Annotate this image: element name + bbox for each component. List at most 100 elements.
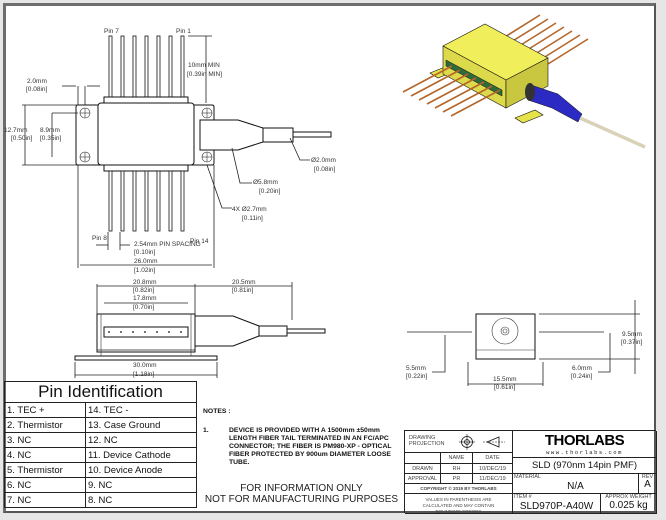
pin — [108, 35, 113, 98]
side-sleeve — [258, 325, 288, 337]
side-flange — [74, 355, 218, 361]
dim-end-height-in: [0.37in] — [621, 339, 643, 346]
approval-date: 11/DEC/19 — [473, 474, 513, 484]
top-view: Pin 7 Pin 1 Pin 14 Pin 8 10mm MIN [0.39i… — [4, 28, 336, 274]
pin-table-row: 1. TEC +14. TEC - — [4, 402, 197, 418]
dim-overall-width-in: [1.02in] — [134, 267, 156, 274]
dim-total-height: 12.7mm — [4, 127, 27, 134]
pins-top-row — [108, 35, 185, 98]
pin-table-cell: 1. TEC + — [4, 402, 86, 418]
package-body — [97, 102, 195, 166]
dim-boot-diameter-in: [0.20in] — [259, 188, 281, 195]
dim-end-width-in: [0.61in] — [494, 384, 516, 391]
pin-table-cell: 7. NC — [4, 492, 86, 508]
rev-cell: REV A — [639, 474, 657, 494]
iso-pin — [547, 38, 589, 65]
rev-label: REV — [641, 474, 654, 480]
pin-dot — [132, 331, 134, 333]
pin-identification-table: Pin Identification 1. TEC +14. TEC -2. T… — [4, 381, 197, 508]
notes-section: NOTES : 1. DEVICE IS PROVIDED WITH A 150… — [203, 408, 403, 467]
header-name: NAME — [441, 453, 473, 464]
pin-header-top — [103, 96, 189, 104]
dim-total-height-in: [0.50in] — [11, 135, 33, 142]
dim-hole-spacing: 8.9mm — [40, 127, 60, 134]
dim-pin-height-left-in: [0.22in] — [406, 373, 428, 380]
dim-fiber-diameter-in: [0.08in] — [314, 166, 336, 173]
item-cell: ITEM # SLD970P-A40W — [513, 494, 601, 514]
side-boot — [194, 315, 260, 347]
pin — [120, 35, 125, 98]
iso-pin — [442, 85, 493, 113]
iso-pin — [450, 89, 501, 117]
drawn-date: 10/DEC/19 — [473, 464, 513, 474]
pin-table-cell: 13. Case Ground — [85, 417, 197, 433]
note-item: 1. DEVICE IS PROVIDED WITH A 1500mm ±50m… — [203, 427, 403, 467]
end-view: 9.5mm [0.37in] 5.5mm [0.22in] 6.0mm [0.2… — [406, 300, 643, 391]
note-text: DEVICE IS PROVIDED WITH A 1500mm ±50mm L… — [229, 427, 392, 466]
pin — [120, 170, 125, 232]
dim-pin-row-in: [0.70in] — [133, 304, 155, 311]
approval-name: PR — [441, 474, 473, 484]
disclaimer-line2: NOT FOR MANUFACTURING PURPOSES — [204, 494, 399, 505]
pin-dot — [168, 331, 170, 333]
dim-tab-width-in: [0.08in] — [26, 86, 48, 93]
projection-cell: DRAWING PROJECTION — [405, 431, 513, 453]
material-cell: MATERIAL N/A — [513, 474, 639, 494]
iso-pin — [531, 30, 573, 57]
pin-dot — [120, 331, 122, 333]
pin-dot — [180, 331, 182, 333]
side-view: 20.8mm [0.82in] 17.8mm [0.70in] 20.5mm [… — [74, 279, 326, 378]
dim-pin-height-left: 5.5mm — [406, 365, 426, 372]
mounting-hole-icon — [79, 151, 91, 163]
iso-pin — [410, 69, 461, 97]
thorlabs-logo: THORLABS — [544, 432, 625, 449]
iso-pin — [539, 34, 581, 61]
dim-hole-spacing-in: [0.35in] — [40, 135, 62, 142]
left-flange — [75, 104, 101, 166]
third-angle-projection-icon — [459, 434, 505, 450]
iso-pin — [426, 77, 477, 105]
pin — [168, 170, 173, 232]
dim-pin-height-right: 6.0mm — [572, 365, 592, 372]
projection-label: DRAWING PROJECTION — [409, 435, 445, 447]
disclaimer: FOR INFORMATION ONLY NOT FOR MANUFACTURI… — [200, 483, 403, 505]
pin-table-cell: 12. NC — [85, 432, 197, 448]
values-note: VALUES IN PARENTHESIS ARE CALCULATED AND… — [405, 494, 513, 514]
pin — [108, 170, 113, 232]
dim-pin-length: 10mm MIN — [188, 62, 220, 69]
pin-table-cell: 2. Thermistor — [4, 417, 86, 433]
dim-body-width: 20.8mm — [133, 279, 156, 286]
pin-table-cell: 8. NC — [85, 492, 197, 508]
drawn-name: RH — [441, 464, 473, 474]
dim-hole-diameter: 4X Ø2.7mm — [232, 206, 267, 213]
isometric-view — [402, 14, 646, 149]
title-block: DRAWING PROJECTION NAME DATE DRAWN RH 10… — [404, 430, 657, 514]
pin14-label: Pin 14 — [190, 238, 209, 245]
pin-dot — [156, 331, 158, 333]
iso-pin — [402, 65, 453, 93]
iso-front-pins — [402, 65, 501, 117]
header-date: DATE — [473, 453, 513, 464]
pin-table-cell: 4. NC — [4, 447, 86, 463]
pin — [132, 35, 137, 98]
end-body — [475, 313, 536, 360]
part-description: SLD (970nm 14pin PMF) — [513, 458, 657, 474]
dim-pin-spacing: 2.54mm PIN SPACING — [134, 241, 201, 248]
mounting-hole-icon — [201, 151, 213, 163]
pins-bottom-row — [108, 170, 185, 232]
pin-dot — [144, 331, 146, 333]
pin-table-cell: 11. Device Cathode — [85, 447, 197, 463]
fiber-sleeve — [262, 127, 294, 143]
weight-value: 0.025 kg — [609, 500, 648, 511]
fiber-tail — [292, 131, 332, 138]
mounting-hole-icon — [201, 107, 213, 119]
material-label: MATERIAL — [514, 474, 542, 480]
dim-end-height: 9.5mm — [622, 331, 642, 338]
pin-table-cell: 6. NC — [4, 477, 86, 493]
website: www.thorlabs.com — [546, 449, 623, 456]
pin — [180, 35, 185, 98]
